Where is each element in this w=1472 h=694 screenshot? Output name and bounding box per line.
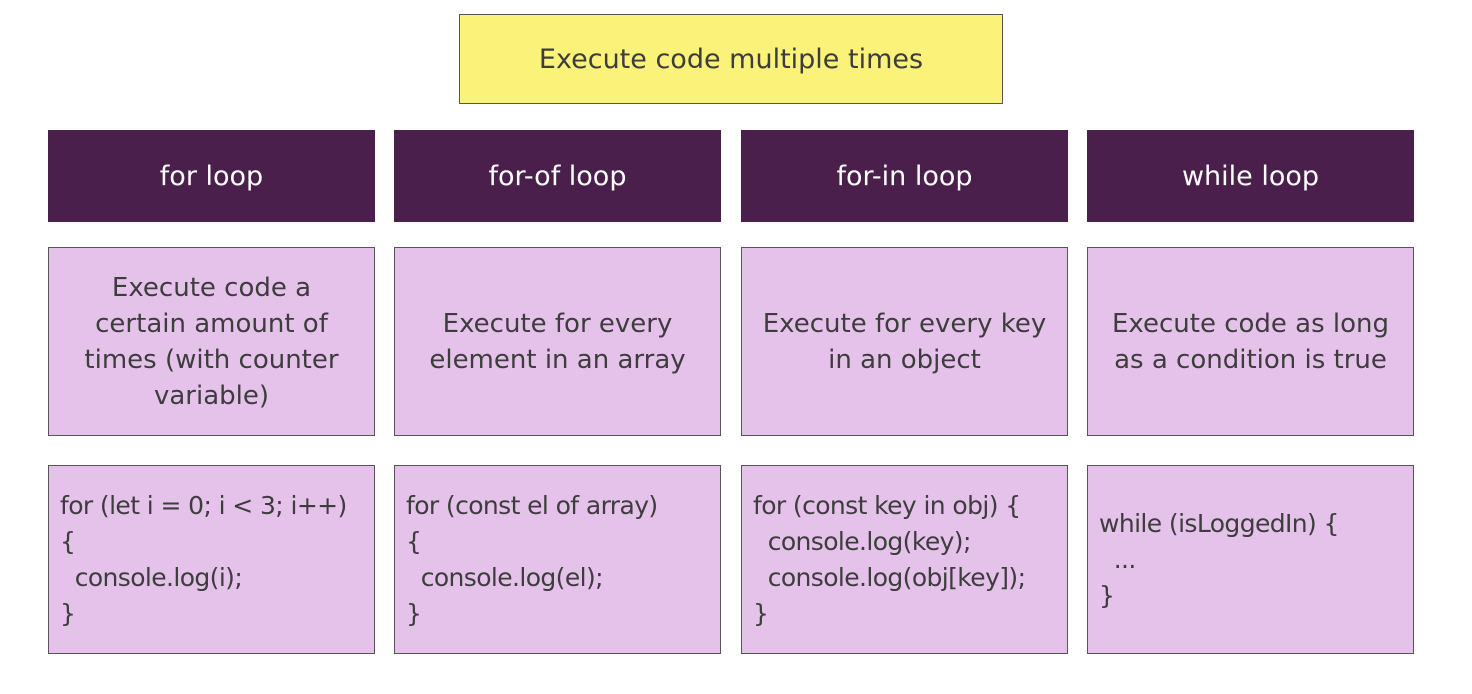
header-for-in-loop: for-in loop — [741, 130, 1068, 222]
description-while-loop: Execute code as long as a condition is t… — [1087, 247, 1414, 436]
code-text-for-loop: for (let i = 0; i < 3; i++) { console.lo… — [60, 490, 347, 628]
header-while-loop: while loop — [1087, 130, 1414, 222]
code-for-of-loop: for (const el of array) { console.log(el… — [394, 465, 721, 654]
description-for-in-loop: Execute for every key in an object — [741, 247, 1068, 436]
code-while-loop: while (isLoggedIn) { ... } — [1087, 465, 1414, 654]
code-for-in-loop: for (const key in obj) { console.log(key… — [741, 465, 1068, 654]
description-for-loop: Execute code a certain amount of times (… — [48, 247, 375, 436]
diagram-title: Execute code multiple times — [459, 14, 1003, 104]
code-text-while-loop: while (isLoggedIn) { ... } — [1099, 508, 1339, 610]
description-for-of-loop: Execute for every element in an array — [394, 247, 721, 436]
header-for-of-loop: for-of loop — [394, 130, 721, 222]
header-for-loop: for loop — [48, 130, 375, 222]
code-text-for-in-loop: for (const key in obj) { console.log(key… — [753, 490, 1026, 628]
code-text-for-of-loop: for (const el of array) { console.log(el… — [406, 490, 658, 628]
code-for-loop: for (let i = 0; i < 3; i++) { console.lo… — [48, 465, 375, 654]
